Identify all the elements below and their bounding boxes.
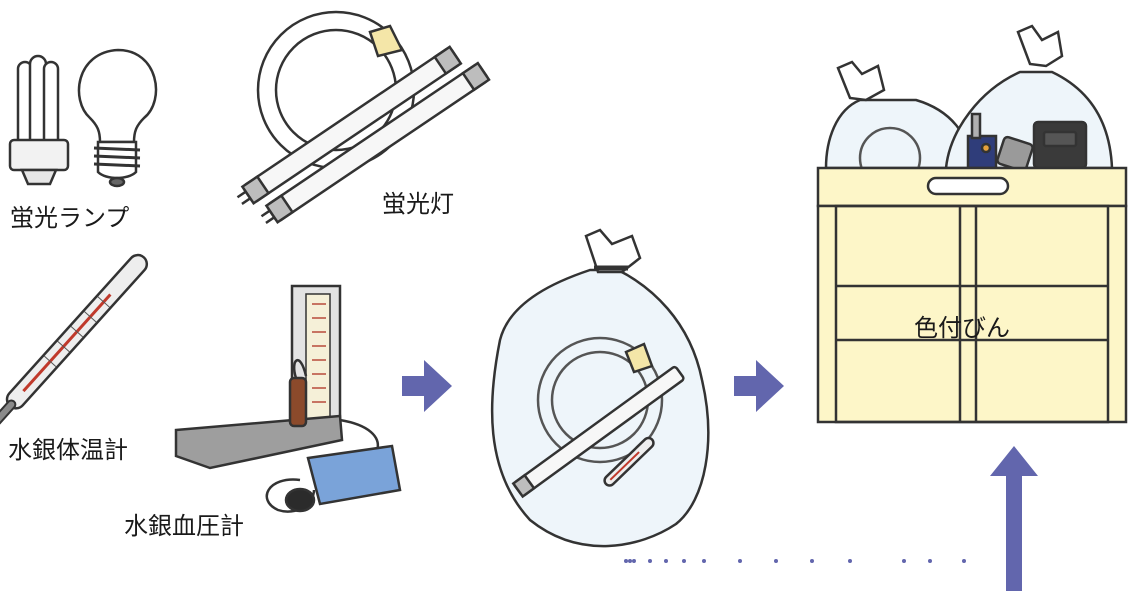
mercury-sphygmomanometer-illustration [174,284,402,513]
fluorescent-tube-illustration [236,10,491,225]
bags-in-container-illustration [824,24,1114,190]
light-bulb-illustration [77,48,158,188]
right-arrow-icon [402,360,452,412]
right-arrow-icon-2 [734,360,784,412]
up-arrow-icon [990,446,1038,591]
mercury-thermometer-illustration [0,253,149,426]
container-box [816,166,1128,424]
fluorescent-lamp-label: 蛍光ランプ [10,204,129,232]
fluorescent-lamp-illustration [8,54,70,186]
dotted-guide-line [624,559,966,563]
mercury-sphygmomanometer-label: 水銀血圧計 [124,512,244,540]
container-label: 色付びん [914,314,1010,342]
plastic-bag-illustration [490,228,710,548]
fluorescent-tube-label: 蛍光灯 [382,190,454,218]
mercury-thermometer-label: 水銀体温計 [8,436,128,464]
